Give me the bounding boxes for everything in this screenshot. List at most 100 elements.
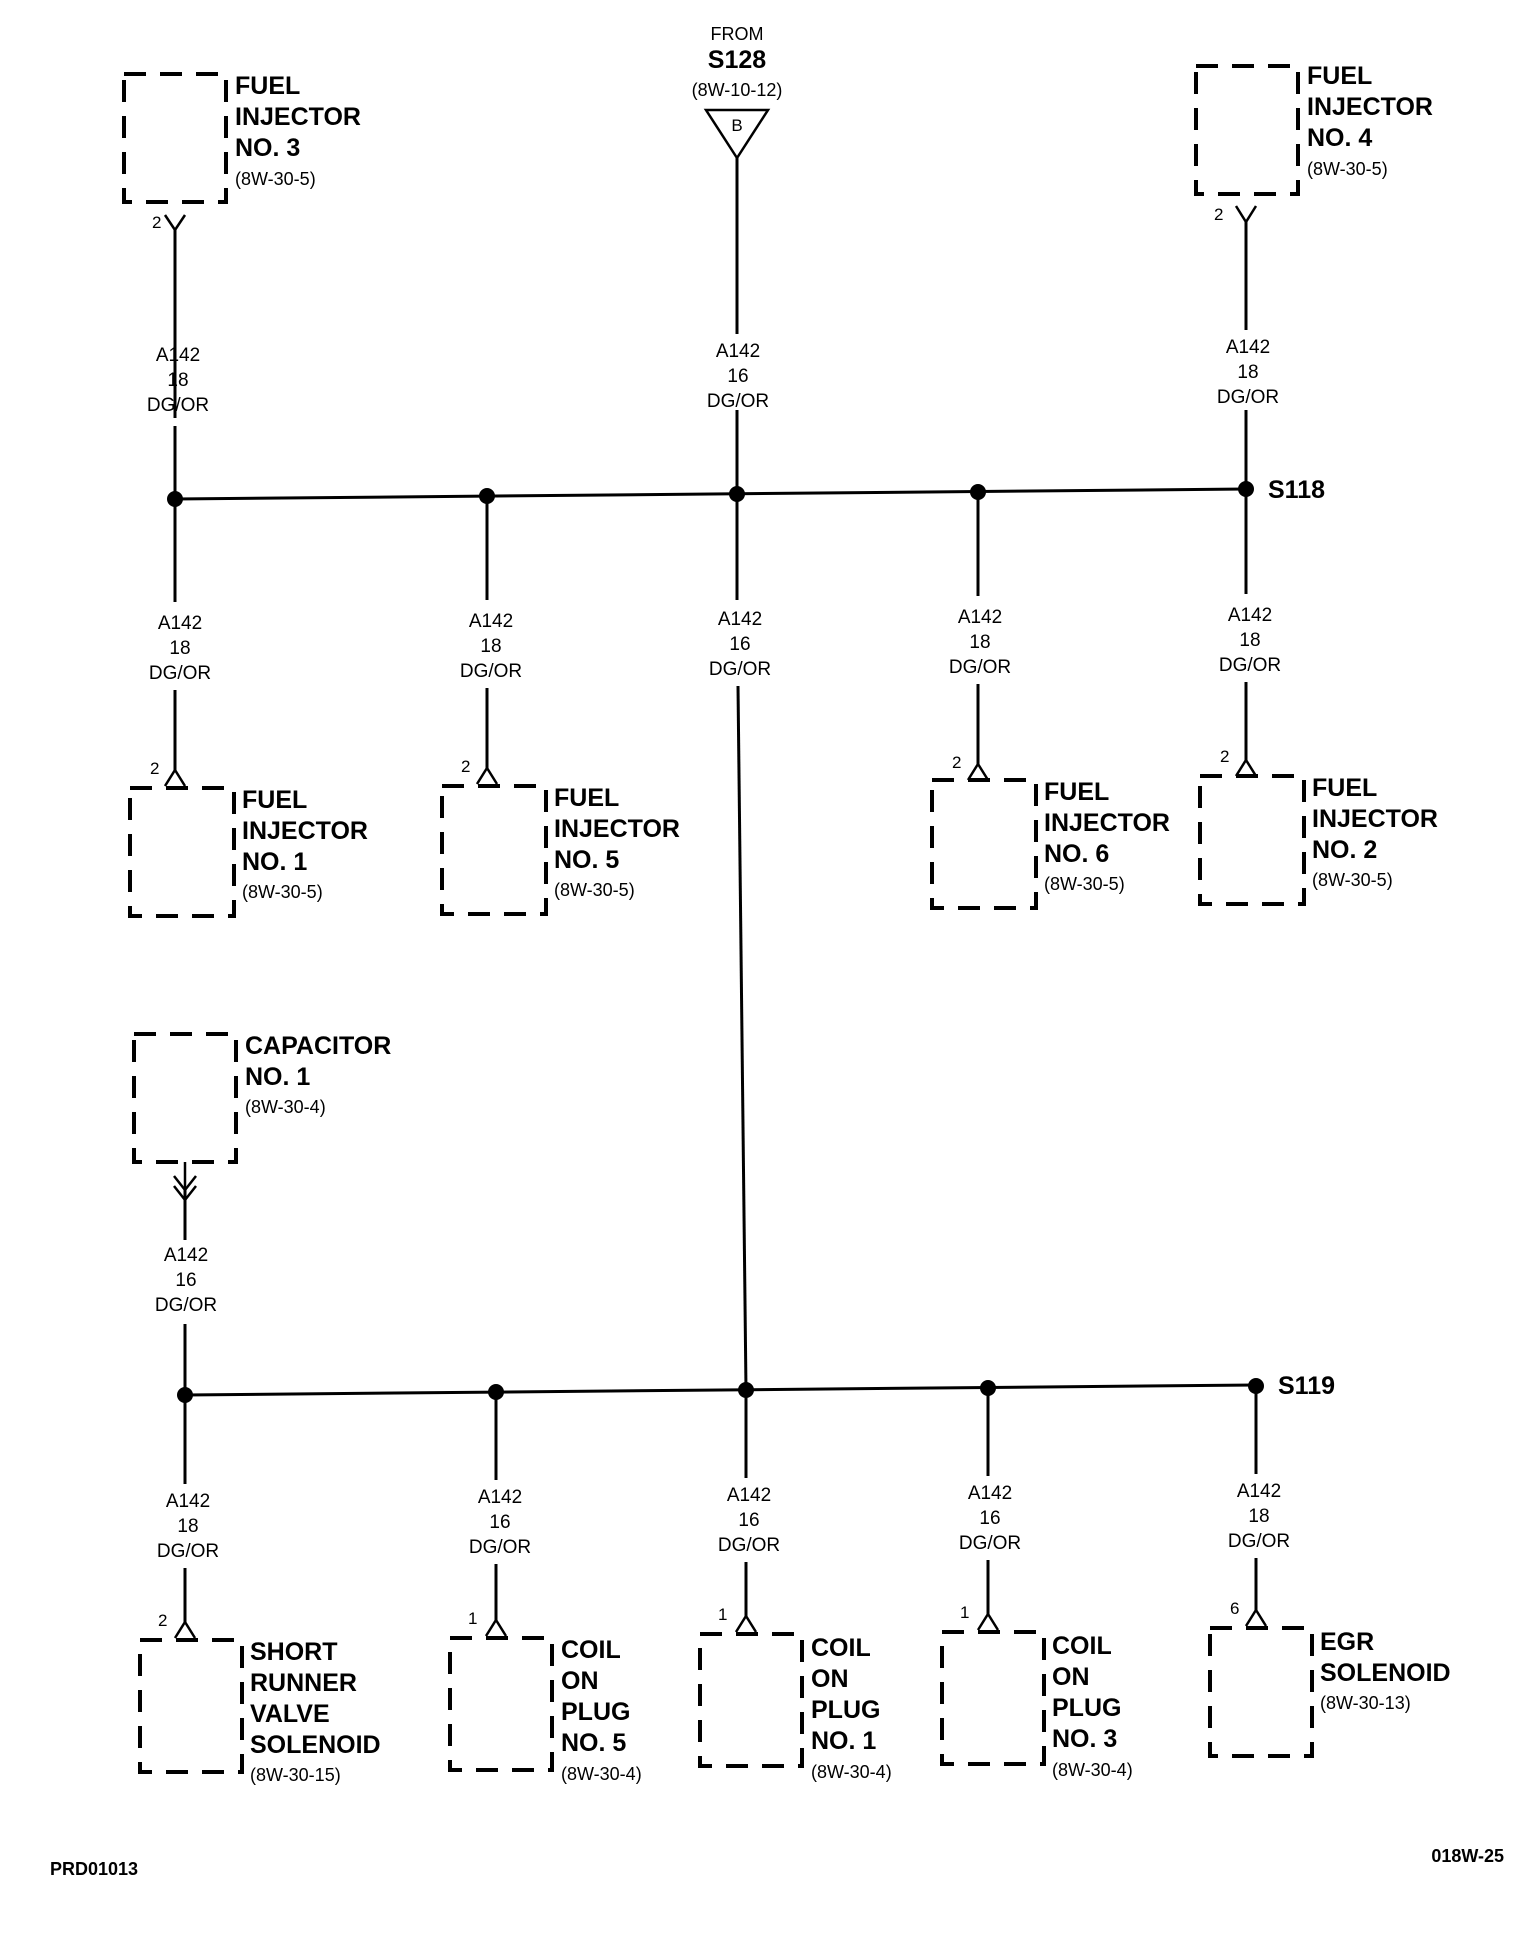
component-box xyxy=(1194,64,1300,196)
component-box xyxy=(132,1032,238,1164)
wire-label-srv: A142 18 DG/OR xyxy=(157,1491,219,1562)
svg-text:(8W-30-5): (8W-30-5) xyxy=(1044,874,1125,894)
wire-label-coil1: A142 16 DG/OR xyxy=(718,1485,780,1556)
svg-text:1: 1 xyxy=(468,1609,477,1628)
svg-text:COIL: COIL xyxy=(1052,1632,1112,1660)
svg-text:NO. 4: NO. 4 xyxy=(1307,124,1372,152)
svg-text:NO. 6: NO. 6 xyxy=(1044,840,1109,868)
connector-icon xyxy=(173,1175,197,1193)
svg-text:18: 18 xyxy=(167,370,188,391)
svg-text:(8W-30-5): (8W-30-5) xyxy=(554,880,635,900)
splice-dot xyxy=(167,491,183,507)
svg-text:A142: A142 xyxy=(156,345,200,366)
svg-text:(8W-30-5): (8W-30-5) xyxy=(1307,159,1388,179)
connector-icon xyxy=(484,1617,508,1637)
svg-text:ON: ON xyxy=(1052,1663,1090,1691)
component-box xyxy=(1208,1626,1314,1758)
svg-text:18: 18 xyxy=(169,638,190,659)
from-label: FROM xyxy=(711,24,764,44)
connector-icon xyxy=(734,1613,758,1633)
svg-text:DG/OR: DG/OR xyxy=(949,657,1011,678)
svg-text:A142: A142 xyxy=(478,1487,522,1508)
svg-text:FUEL: FUEL xyxy=(235,72,300,100)
svg-text:16: 16 xyxy=(175,1270,196,1291)
svg-text:(8W-30-4): (8W-30-4) xyxy=(561,1764,642,1784)
connector-icon xyxy=(1244,1607,1268,1627)
wire-label-source: A142 16 DG/OR xyxy=(707,341,769,412)
connector-icon xyxy=(173,1185,197,1203)
svg-text:PLUG: PLUG xyxy=(1052,1694,1121,1722)
svg-text:PLUG: PLUG xyxy=(561,1698,630,1726)
connector-icon xyxy=(1234,757,1258,777)
svg-text:NO. 1: NO. 1 xyxy=(242,848,307,876)
svg-text:FUEL: FUEL xyxy=(1312,774,1377,802)
s128-label: S128 xyxy=(708,46,766,74)
svg-text:DG/OR: DG/OR xyxy=(959,1533,1021,1554)
svg-text:NO. 3: NO. 3 xyxy=(235,134,300,162)
component-egr-solenoid: 6 EGR SOLENOID (8W-30-13) xyxy=(1208,1599,1451,1758)
svg-text:DG/OR: DG/OR xyxy=(1219,655,1281,676)
svg-text:CAPACITOR: CAPACITOR xyxy=(245,1032,391,1060)
svg-text:DG/OR: DG/OR xyxy=(155,1295,217,1316)
svg-text:16: 16 xyxy=(738,1510,759,1531)
svg-text:FUEL: FUEL xyxy=(1044,778,1109,806)
splice-dot xyxy=(479,488,495,504)
svg-text:A142: A142 xyxy=(727,1485,771,1506)
svg-text:COIL: COIL xyxy=(811,1634,871,1662)
svg-text:EGR: EGR xyxy=(1320,1628,1374,1656)
component-box xyxy=(940,1630,1046,1766)
svg-text:NO. 5: NO. 5 xyxy=(561,1729,626,1757)
splice-dot xyxy=(488,1384,504,1400)
svg-text:2: 2 xyxy=(150,759,159,778)
component-fuel-injector-3: 2 FUEL INJECTOR NO. 3 (8W-30-5) xyxy=(122,72,361,233)
svg-text:2: 2 xyxy=(1220,747,1229,766)
splice-label-s118: S118 xyxy=(1268,476,1325,504)
svg-text:(8W-30-5): (8W-30-5) xyxy=(235,169,316,189)
svg-text:NO. 1: NO. 1 xyxy=(245,1063,310,1091)
component-capacitor-1: CAPACITOR NO. 1 (8W-30-4) xyxy=(132,1032,391,1203)
svg-text:INJECTOR: INJECTOR xyxy=(1044,809,1170,837)
wire-label-injector6: A142 18 DG/OR xyxy=(949,607,1011,678)
splice-dot xyxy=(177,1387,193,1403)
svg-text:INJECTOR: INJECTOR xyxy=(554,815,680,843)
svg-text:1: 1 xyxy=(718,1605,727,1624)
svg-text:18: 18 xyxy=(1248,1506,1269,1527)
svg-text:FUEL: FUEL xyxy=(242,786,307,814)
svg-text:1: 1 xyxy=(960,1603,969,1622)
component-box xyxy=(122,72,228,204)
component-fuel-injector-6: 2 FUEL INJECTOR NO. 6 (8W-30-5) xyxy=(930,753,1170,910)
bus-s118 xyxy=(174,487,1247,501)
connector-icon xyxy=(475,765,499,785)
svg-text:(8W-30-4): (8W-30-4) xyxy=(245,1097,326,1117)
footer-right-code: 018W-25 xyxy=(1431,1846,1504,1866)
svg-text:6: 6 xyxy=(1230,1599,1239,1618)
component-box xyxy=(448,1636,554,1772)
svg-text:PLUG: PLUG xyxy=(811,1696,880,1724)
svg-text:COIL: COIL xyxy=(561,1636,621,1664)
wire-trunk-lower xyxy=(736,685,748,1391)
svg-text:DG/OR: DG/OR xyxy=(718,1535,780,1556)
splice-dot xyxy=(738,1382,754,1398)
svg-text:2: 2 xyxy=(158,1611,167,1630)
svg-text:VALVE: VALVE xyxy=(250,1700,330,1728)
splice-dot xyxy=(980,1380,996,1396)
svg-text:16: 16 xyxy=(727,366,748,387)
connector-icon xyxy=(966,761,990,781)
svg-text:INJECTOR: INJECTOR xyxy=(235,103,361,131)
svg-text:DG/OR: DG/OR xyxy=(707,391,769,412)
component-box xyxy=(1198,774,1306,906)
svg-text:ON: ON xyxy=(561,1667,599,1695)
wire-label-injector1: A142 18 DG/OR xyxy=(149,613,211,684)
svg-text:A142: A142 xyxy=(1226,337,1270,358)
wire-label-coil5: A142 16 DG/OR xyxy=(469,1487,531,1558)
svg-text:18: 18 xyxy=(480,636,501,657)
svg-text:RUNNER: RUNNER xyxy=(250,1669,357,1697)
wire-label-injector4: A142 18 DG/OR xyxy=(1217,337,1279,408)
footer-left-code: PRD01013 xyxy=(50,1859,138,1879)
svg-text:A142: A142 xyxy=(968,1483,1012,1504)
svg-text:A142: A142 xyxy=(164,1245,208,1266)
svg-text:(8W-30-4): (8W-30-4) xyxy=(1052,1760,1133,1780)
splice-dot xyxy=(729,486,745,502)
wires xyxy=(173,158,1258,1622)
svg-text:2: 2 xyxy=(952,753,961,772)
